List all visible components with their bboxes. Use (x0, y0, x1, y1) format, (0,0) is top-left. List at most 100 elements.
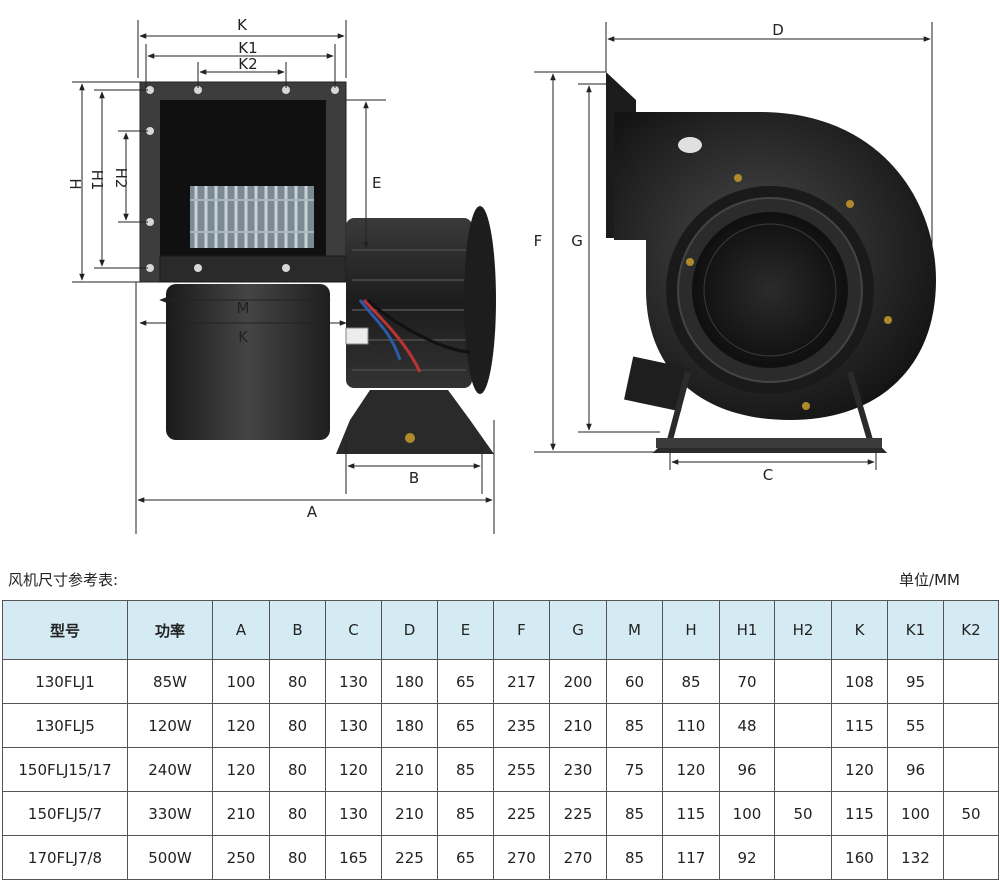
dimension-cell (774, 747, 832, 792)
header-b: B (269, 600, 326, 660)
fan-dimension-table: 型号 功率 A B C D E F G M H H1 H2 K K1 K2 13… (2, 600, 999, 880)
dimension-cell: 235 (493, 703, 550, 748)
header-power: 功率 (127, 600, 213, 660)
power-cell: 500W (127, 835, 213, 880)
header-d: D (381, 600, 438, 660)
model-cell: 130FLJ1 (2, 659, 128, 704)
dimension-cell: 85 (606, 791, 663, 836)
dimension-cell: 100 (887, 791, 944, 836)
dimension-cell: 120 (212, 747, 270, 792)
dimension-cell: 180 (381, 703, 438, 748)
header-k: K (831, 600, 888, 660)
header-h: H (662, 600, 720, 660)
power-cell: 120W (127, 703, 213, 748)
header-a: A (212, 600, 270, 660)
dimension-cell: 270 (549, 835, 607, 880)
dimension-cell: 80 (269, 659, 326, 704)
dimension-cell: 120 (212, 703, 270, 748)
label-k1: K1 (238, 39, 257, 57)
front-dimension-lines (72, 20, 495, 534)
dimension-cell: 120 (325, 747, 382, 792)
dimension-cell: 110 (662, 703, 720, 748)
dimension-cell: 65 (437, 835, 494, 880)
dimension-cell: 217 (493, 659, 550, 704)
dimension-cell: 85 (662, 659, 720, 704)
dimension-cell: 80 (269, 747, 326, 792)
dimension-cell: 117 (662, 835, 720, 880)
dimension-cell: 270 (493, 835, 550, 880)
dimension-cell: 230 (549, 747, 607, 792)
power-cell: 240W (127, 747, 213, 792)
dimension-cell: 210 (549, 703, 607, 748)
dimension-cell: 115 (831, 703, 888, 748)
dimension-cell: 250 (212, 835, 270, 880)
header-f: F (493, 600, 550, 660)
dimension-cell: 85 (606, 703, 663, 748)
impeller (190, 186, 314, 248)
header-e: E (437, 600, 494, 660)
header-h2: H2 (774, 600, 832, 660)
dimension-cell (943, 835, 999, 880)
table-caption: 风机尺寸参考表: (8, 571, 119, 589)
header-c: C (325, 600, 382, 660)
label-e: E (372, 174, 381, 192)
dimension-cell: 55 (887, 703, 944, 748)
dimension-cell: 225 (549, 791, 607, 836)
dimension-cell: 115 (831, 791, 888, 836)
dimension-cell: 225 (381, 835, 438, 880)
dimension-cell: 120 (662, 747, 720, 792)
dimension-cell (774, 835, 832, 880)
label-m: M (237, 299, 250, 317)
dimension-cell: 255 (493, 747, 550, 792)
dimension-cell (943, 747, 999, 792)
power-cell: 85W (127, 659, 213, 704)
dimension-cell: 120 (831, 747, 888, 792)
dimension-cell (943, 703, 999, 748)
header-k2: K2 (943, 600, 999, 660)
model-cell: 150FLJ15/17 (2, 747, 128, 792)
model-cell: 170FLJ7/8 (2, 835, 128, 880)
label-b: B (409, 469, 419, 487)
dimension-cell (943, 659, 999, 704)
header-m: M (606, 600, 663, 660)
dimension-cell: 65 (437, 703, 494, 748)
dimension-cell (774, 659, 832, 704)
dimension-cell: 210 (212, 791, 270, 836)
dimension-cell: 80 (269, 703, 326, 748)
label-k: K (237, 16, 248, 34)
dimension-cell: 165 (325, 835, 382, 880)
header-model: 型号 (2, 600, 128, 660)
dimension-cell: 115 (662, 791, 720, 836)
dimension-cell: 65 (437, 659, 494, 704)
label-k2: K2 (238, 55, 257, 73)
side-view-fan (606, 72, 936, 453)
table-header-row: 型号 功率 A B C D E F G M H H1 H2 K K1 K2 (2, 600, 999, 660)
dimension-cell: 80 (269, 791, 326, 836)
dimension-cell: 108 (831, 659, 888, 704)
dimension-cell: 85 (606, 835, 663, 880)
dimension-cell: 225 (493, 791, 550, 836)
dimension-cell: 200 (549, 659, 607, 704)
dimension-cell: 96 (719, 747, 775, 792)
dimension-cell: 95 (887, 659, 944, 704)
dimension-cell: 70 (719, 659, 775, 704)
dimension-cell: 85 (437, 747, 494, 792)
power-cell: 330W (127, 791, 213, 836)
dimension-cell: 75 (606, 747, 663, 792)
label-d: D (772, 21, 784, 39)
fan-dimension-drawing: K K1 K2 H H1 H2 E M K B A (66, 16, 936, 534)
dimension-cell: 130 (325, 791, 382, 836)
header-h1: H1 (719, 600, 775, 660)
unit-label: 单位/MM (899, 571, 960, 589)
dimension-cell: 210 (381, 747, 438, 792)
dimension-cell: 50 (943, 791, 999, 836)
dimension-cell: 96 (887, 747, 944, 792)
side-dimension-lines (534, 22, 933, 470)
label-g: G (571, 232, 583, 250)
